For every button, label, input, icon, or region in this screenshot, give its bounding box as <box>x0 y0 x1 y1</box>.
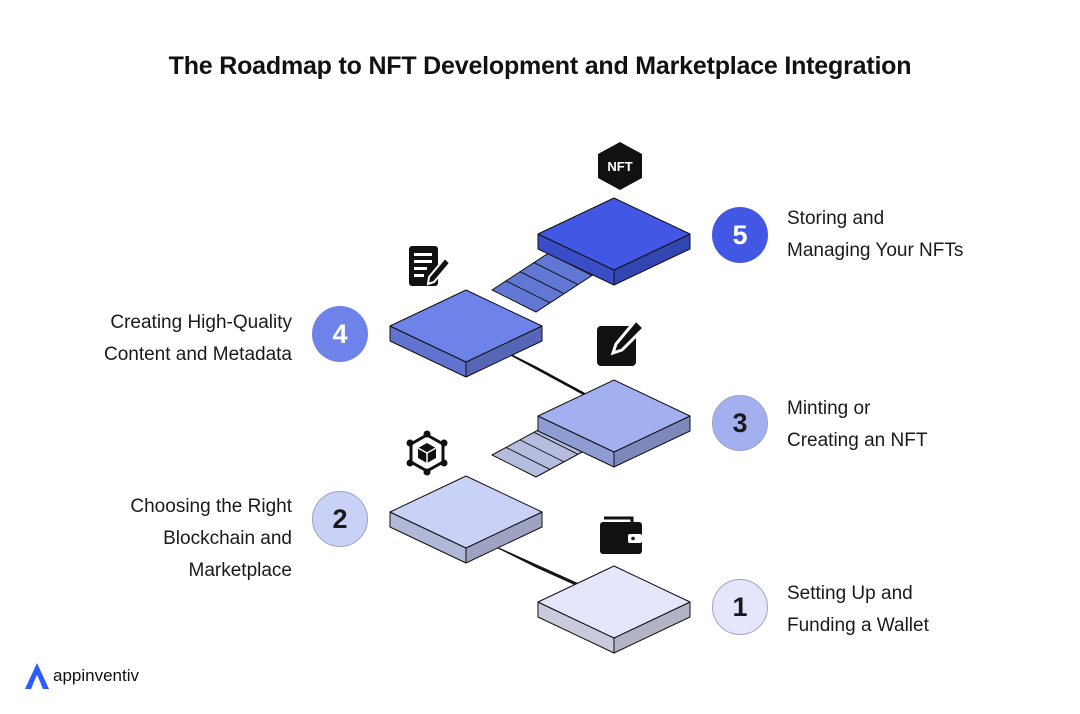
blockchain-icon <box>404 430 450 481</box>
step-5-label-line: Storing and <box>787 208 885 229</box>
step-5-label-line: Managing Your NFTs <box>787 240 964 261</box>
nft-icon: NFT <box>597 141 643 196</box>
step-2-platform <box>389 475 543 564</box>
brand-logo: appinventiv <box>24 662 139 690</box>
brand-name: appinventiv <box>53 666 140 685</box>
step-1-label: Setting Up and Funding a Wallet <box>787 578 929 642</box>
step-3-platform <box>537 379 691 468</box>
step-5-badge: 5 <box>712 207 768 263</box>
step-5-label: Storing and Managing Your NFTs <box>787 203 963 267</box>
step-1-badge: 1 <box>712 579 768 635</box>
step-4-label: Creating High-Quality Content and Metada… <box>104 307 292 371</box>
step-4-label-line: Content and Metadata <box>103 344 292 365</box>
step-3-label-line: Minting or <box>787 398 871 419</box>
step-3-number: 3 <box>732 407 748 438</box>
step-2-badge: 2 <box>312 491 368 547</box>
step-3-badge: 3 <box>712 395 768 451</box>
step-4-label-line: Creating High-Quality <box>110 312 292 333</box>
step-2-number: 2 <box>332 503 348 534</box>
step-4-platform <box>389 289 543 378</box>
nft-icon-text: NFT <box>607 159 632 174</box>
step-2-label-line: Blockchain and <box>163 528 292 549</box>
document-icon <box>407 244 452 295</box>
appinventiv-logo-icon <box>25 663 49 689</box>
step-3-label: Minting or Creating an NFT <box>787 393 927 457</box>
page-title: The Roadmap to NFT Development and Marke… <box>168 52 912 80</box>
step-1-label-line: Funding a Wallet <box>787 615 929 636</box>
step-4-number: 4 <box>332 318 348 349</box>
step-2-label: Choosing the Right Blockchain and Market… <box>130 491 292 587</box>
step-3-label-line: Creating an NFT <box>787 430 928 451</box>
step-5-number: 5 <box>732 219 748 250</box>
step-1-number: 1 <box>732 591 748 622</box>
edit-icon <box>596 317 647 373</box>
wallet-icon <box>598 514 644 561</box>
step-4-badge: 4 <box>312 306 368 362</box>
step-2-label-line: Marketplace <box>188 560 293 581</box>
stair-platforms <box>389 197 691 654</box>
step-5-platform <box>537 197 691 286</box>
step-1-platform <box>537 565 691 654</box>
step-1-label-line: Setting Up and <box>787 583 913 604</box>
step-2-label-line: Choosing the Right <box>130 496 292 517</box>
